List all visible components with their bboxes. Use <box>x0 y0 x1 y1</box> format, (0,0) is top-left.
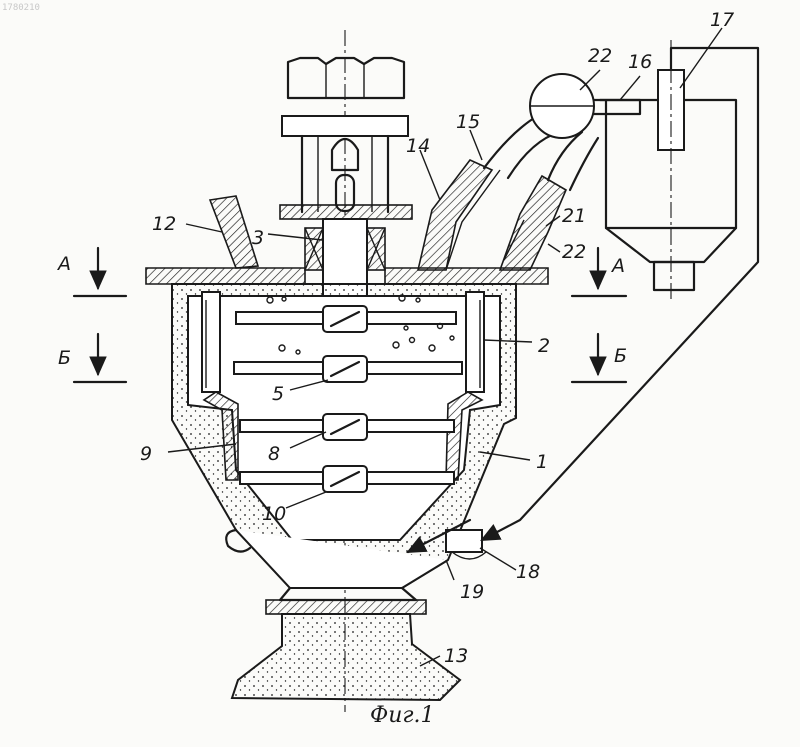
bottom-flange <box>266 600 426 614</box>
label-5: 5 <box>272 383 284 405</box>
label-19: 19 <box>460 581 484 603</box>
feed-pipe-14 <box>418 160 492 270</box>
label-13: 13 <box>444 645 468 667</box>
label-1: 1 <box>536 451 548 473</box>
label-22-top: 22 <box>588 45 612 67</box>
inlet-pipe-12 <box>210 196 258 268</box>
section-b-right: Б <box>614 345 627 367</box>
document-watermark: 1780210 <box>2 3 40 13</box>
label-18: 18 <box>516 561 540 583</box>
lid-left <box>146 268 305 284</box>
label-2: 2 <box>538 335 550 357</box>
right-tube <box>466 292 484 392</box>
label-10: 10 <box>262 503 286 525</box>
drive-motor <box>280 58 412 219</box>
figure-caption: Фиг.1 <box>370 703 435 728</box>
label-8: 8 <box>268 443 280 465</box>
section-a-left: А <box>56 253 71 275</box>
section-b-left: Б <box>58 347 71 369</box>
section-a-right: А <box>610 255 625 277</box>
outlet-pile <box>232 614 460 700</box>
return-line <box>482 48 758 540</box>
label-15: 15 <box>456 111 480 133</box>
label-14: 14 <box>406 135 430 157</box>
label-17: 17 <box>710 9 734 31</box>
label-12: 12 <box>152 213 176 235</box>
label-3: 3 <box>252 227 264 249</box>
label-16: 16 <box>628 51 652 73</box>
label-21: 21 <box>562 205 586 227</box>
label-9: 9 <box>140 443 152 465</box>
feed-pipe-21 <box>500 176 566 270</box>
label-22-bottom: 22 <box>562 241 586 263</box>
left-tube <box>202 292 220 392</box>
